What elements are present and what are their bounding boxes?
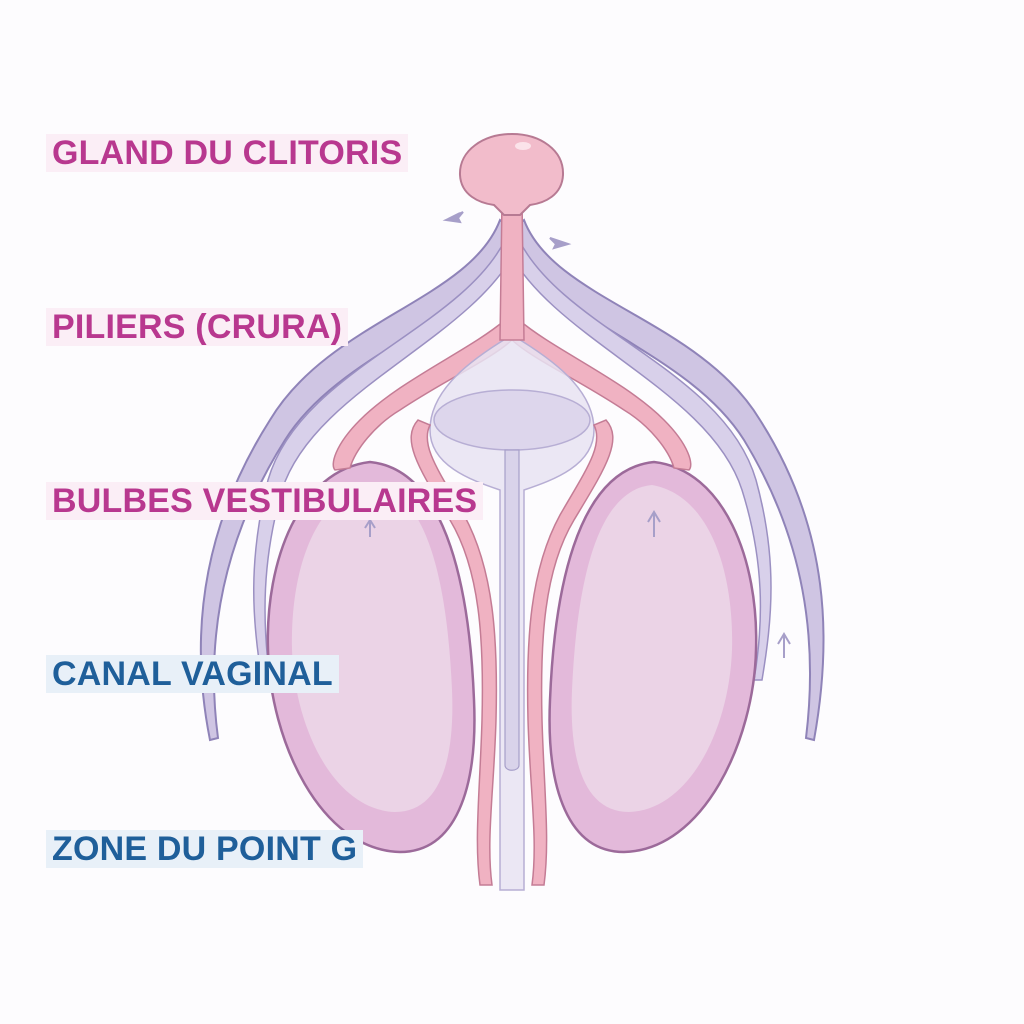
label-zone-du-point-g: ZONE DU POINT G [46, 830, 364, 868]
label-gland-du-clitoris: GLAND DU CLITORIS [46, 134, 409, 172]
canal-top-ellipse [433, 389, 591, 451]
glans-clitoris [458, 132, 565, 216]
glans-highlight [515, 142, 531, 150]
canal-tube [504, 449, 520, 771]
inner-band-right [507, 238, 772, 681]
arrow-glans-right [549, 237, 572, 250]
arrow-bulb-right [647, 510, 661, 537]
bulb-right-highlight [571, 485, 733, 812]
label-piliers-crura: PILIERS (CRURA) [46, 308, 349, 346]
label-canal-vaginal: CANAL VAGINAL [46, 655, 339, 693]
arrow-crus-right [777, 632, 791, 658]
strand-right [526, 419, 614, 886]
arrow-bulb-left [364, 518, 376, 537]
bulb-left-highlight [291, 485, 453, 812]
label-bulbes-vestibulaires: BULBES VESTIBULAIRES [46, 482, 484, 520]
crus-right [510, 218, 825, 742]
arrow-glans-left [442, 211, 464, 224]
clitoral-shaft [499, 199, 525, 341]
